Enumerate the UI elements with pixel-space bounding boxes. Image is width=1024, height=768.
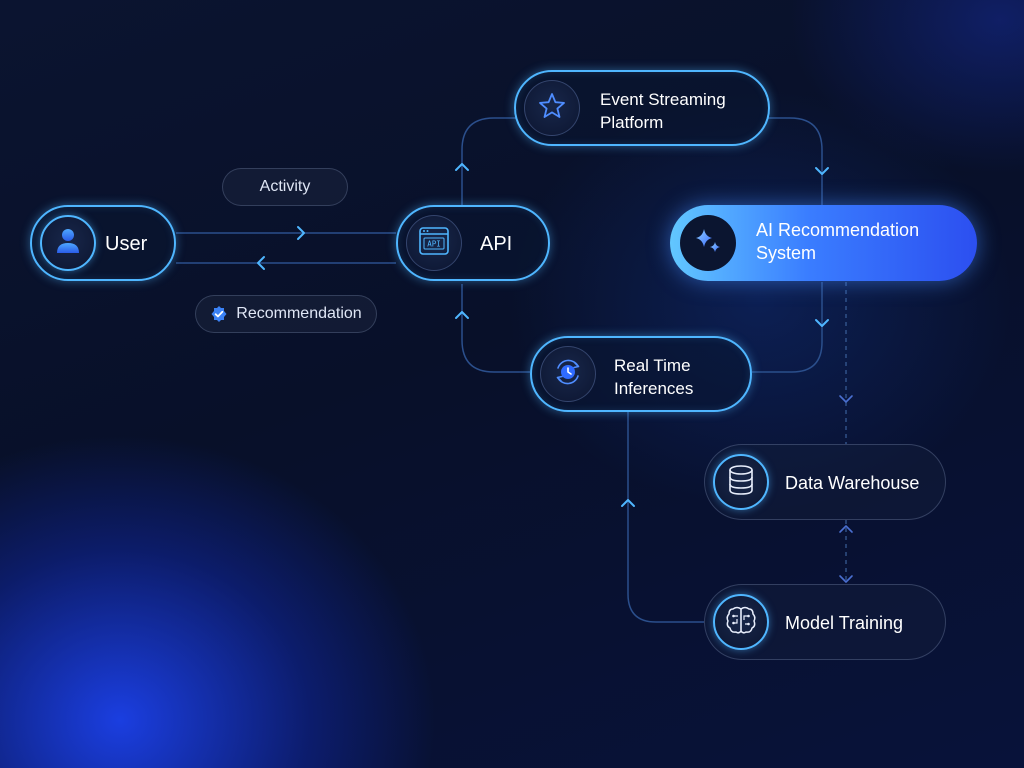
api-icon-circle: API	[406, 215, 462, 271]
ai-recommendation-label-line2: System	[756, 243, 817, 263]
real-time-icon-circle	[540, 346, 596, 402]
data-warehouse-label: Data Warehouse	[785, 473, 920, 493]
ai-recommendation-label-line1: AI Recommendation	[756, 220, 920, 240]
activity-label: Activity	[222, 168, 348, 206]
user-node: User	[30, 205, 176, 281]
api-node: API API	[396, 205, 550, 281]
star-icon	[537, 91, 567, 126]
api-icon-text: API	[427, 239, 441, 248]
event-streaming-label-line1: Event Streaming	[600, 90, 726, 109]
ai-recommendation-node: AI Recommendation System	[670, 205, 977, 281]
ai-icon-circle	[680, 215, 736, 271]
event-streaming-label: Event Streaming Platform	[600, 88, 726, 134]
model-training-icon-circle	[713, 594, 769, 650]
model-training-node: Model Training	[704, 584, 946, 660]
sparkle-icon	[692, 225, 724, 262]
recommendation-label-text: Recommendation	[236, 305, 362, 322]
ai-recommendation-label: AI Recommendation System	[756, 219, 919, 265]
real-time-label-line2: Inferences	[614, 379, 694, 398]
model-training-label: Model Training	[785, 613, 904, 633]
api-window-icon: API	[419, 226, 449, 260]
event-streaming-label-line2: Platform	[600, 113, 664, 132]
user-icon	[53, 226, 83, 261]
event-streaming-icon-circle	[524, 80, 580, 136]
real-time-label-line1: Real Time	[614, 356, 691, 375]
real-time-inferences-node: Real Time Inferences	[530, 336, 752, 412]
recommendation-label: Recommendation	[195, 295, 377, 333]
api-label: API	[480, 233, 513, 255]
event-streaming-node: Event Streaming Platform	[514, 70, 770, 146]
activity-label-text: Activity	[259, 178, 311, 195]
brain-circuit-icon	[725, 605, 757, 640]
database-icon	[727, 464, 755, 501]
verified-badge-icon	[210, 305, 228, 323]
user-icon-circle	[40, 215, 96, 271]
real-time-label: Real Time Inferences	[614, 354, 693, 400]
user-label: User	[105, 233, 148, 255]
data-warehouse-icon-circle	[713, 454, 769, 510]
data-warehouse-node: Data Warehouse	[704, 444, 946, 520]
clock-refresh-icon	[552, 356, 584, 393]
